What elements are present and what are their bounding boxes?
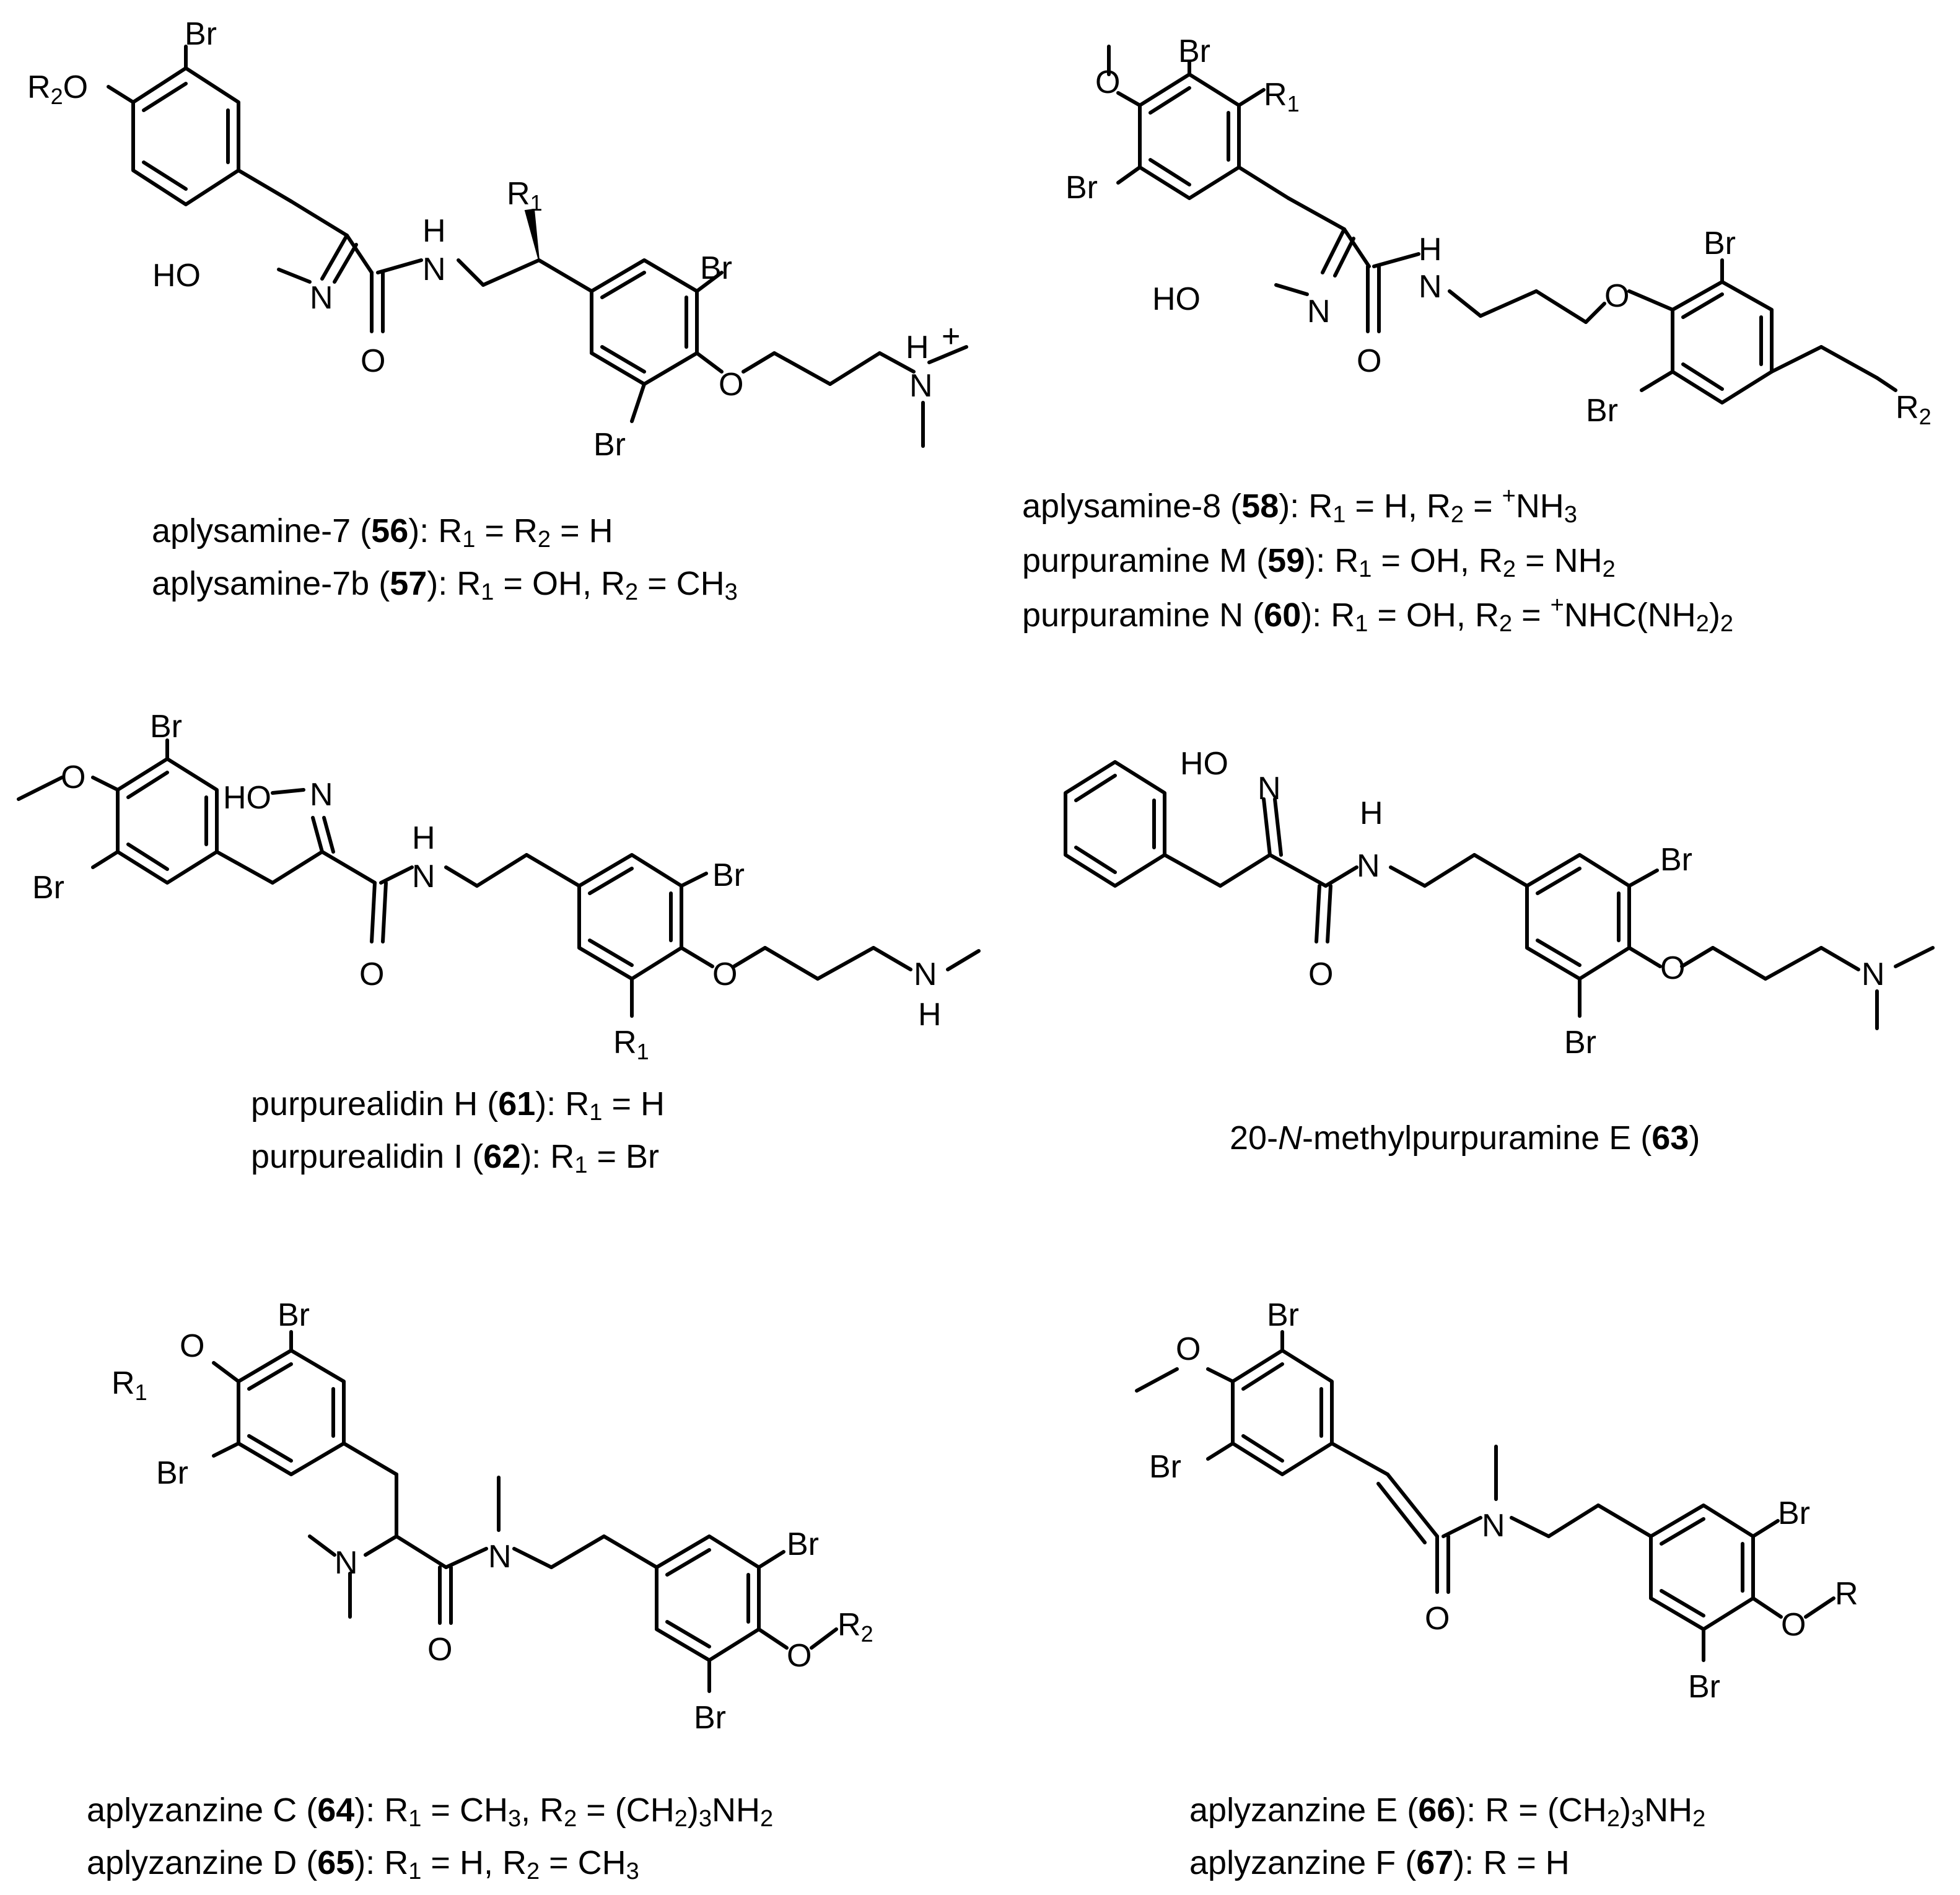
atom-label-o: O (180, 1328, 204, 1364)
atom-label-o: O (61, 759, 85, 795)
structure-purpurealidin: Br O Br HO N O H N Br O R1 N H (17, 709, 981, 1064)
atom-label-o: O (427, 1632, 452, 1668)
atom-label-r2: R2 (838, 1607, 873, 1647)
atom-label-o: O (787, 1638, 812, 1674)
atom-label-n: N (1482, 1508, 1505, 1544)
caption-61: purpurealidin H (61): R1 = H (251, 1085, 665, 1126)
atom-label-n: N (1307, 294, 1331, 330)
atom-label-o: O (359, 956, 384, 992)
atom-label-br: Br (712, 857, 745, 893)
atom-label-br: Br (1704, 225, 1736, 261)
caption-60: purpuramine N (60): R1 = OH, R2 = +NHC(N… (1022, 592, 1734, 637)
caption-66: aplyzanzine E (66): R = (CH2)3NH2 (1189, 1792, 1706, 1832)
atom-label-h: H (412, 820, 435, 856)
atom-label-br: Br (156, 1455, 188, 1491)
atom-label-o: O (712, 956, 737, 992)
atom-label-o: O (1604, 278, 1629, 314)
atom-label-br: Br (1660, 842, 1692, 878)
atom-label-n: N (412, 859, 435, 895)
atom-label-n: N (1862, 956, 1885, 992)
atom-label-plus: + (942, 318, 960, 354)
atom-label-br: Br (1564, 1025, 1596, 1061)
caption-65: aplyzanzine D (65): R1 = H, R2 = CH3 (87, 1844, 639, 1884)
atom-label-br: Br (185, 16, 217, 52)
atom-label-br: Br (1267, 1297, 1299, 1333)
atom-label-n: N (914, 956, 937, 992)
atom-label-o: O (1781, 1607, 1806, 1643)
atom-label-br: Br (32, 870, 64, 906)
atom-label-br: Br (1065, 170, 1098, 206)
atom-label-br: Br (787, 1526, 819, 1562)
atom-label-br: Br (150, 709, 182, 745)
atom-label-r2: R2 (1896, 390, 1932, 429)
atom-label-br: Br (1778, 1495, 1810, 1531)
atom-label-br: Br (1586, 393, 1618, 429)
atom-label-r1: R1 (112, 1365, 147, 1405)
atom-label-o: O (1425, 1601, 1450, 1637)
atom-label-h: H (422, 213, 446, 249)
atom-label-ho: HO (1152, 281, 1201, 317)
structure-aplyzanzine-ef: Br O Br O N Br O R Br (1135, 1297, 1858, 1705)
atom-label-n: N (488, 1539, 512, 1575)
structure-methylpurpuramine: HO N O H N Br O Br N (1064, 746, 1935, 1061)
caption-67: aplyzanzine F (67): R = H (1189, 1844, 1570, 1881)
atom-label-r2o: R2O (27, 69, 88, 109)
atom-label-o: O (1176, 1331, 1201, 1367)
caption-63: 20-N-methylpurpuramine E (63) (1230, 1119, 1700, 1157)
atom-label-n: N (1258, 771, 1281, 807)
caption-57: aplysamine-7b (57): R1 = OH, R2 = CH3 (152, 565, 738, 605)
atom-label-h: H (918, 997, 942, 1033)
caption-62: purpurealidin I (62): R1 = Br (251, 1138, 659, 1178)
atom-label-br: Br (593, 427, 626, 463)
structure-aplyzanzine-cd: Br O R1 Br N O N Br O R2 Br (112, 1297, 873, 1736)
atom-label-br: Br (278, 1297, 310, 1333)
atom-label-r1: R1 (613, 1025, 649, 1064)
atom-label-ho: HO (1180, 746, 1228, 782)
atom-label-n: N (909, 368, 933, 404)
atom-label-o: O (361, 343, 385, 379)
atom-label-o: O (1095, 64, 1120, 100)
atom-label-r1: R1 (1264, 77, 1300, 116)
atom-label-h: H (906, 330, 929, 365)
atom-label-n: N (422, 252, 446, 287)
atom-label-o: O (1660, 950, 1685, 986)
atom-label-n: N (1419, 269, 1442, 305)
atom-label-br: Br (694, 1700, 726, 1736)
caption-58: aplysamine-8 (58): R1 = H, R2 = +NH3 (1022, 483, 1577, 528)
atom-label-n: N (310, 280, 333, 316)
atom-label-h: H (1419, 232, 1442, 268)
atom-label-h: H (1360, 795, 1383, 831)
atom-label-o: O (1357, 343, 1381, 379)
structure-aplysamine-7: Br R2O HO N O H N R1 Br Br O H + N (27, 16, 968, 463)
atom-label-ho: HO (223, 780, 271, 816)
atom-label-br: Br (1178, 33, 1210, 69)
atom-label-n: N (310, 777, 333, 813)
atom-label-n: N (335, 1545, 358, 1581)
atom-label-o: O (719, 367, 743, 403)
atom-label-ho: HO (152, 258, 201, 294)
atom-label-br: Br (700, 250, 732, 286)
atom-label-r: R (1835, 1576, 1858, 1612)
atom-label-br: Br (1688, 1669, 1720, 1705)
caption-59: purpuramine M (59): R1 = OH, R2 = NH2 (1022, 542, 1616, 582)
atom-label-r1: R1 (507, 176, 543, 216)
caption-56: aplysamine-7 (56): R1 = R2 = H (152, 512, 613, 553)
atom-label-o: O (1308, 956, 1333, 992)
atom-label-br: Br (1149, 1449, 1181, 1485)
atom-label-n: N (1357, 848, 1380, 884)
structure-aplysamine-8: O Br R1 Br HO N O H N O Br Br R2 (1065, 33, 1932, 429)
caption-64: aplyzanzine C (64): R1 = CH3, R2 = (CH2)… (87, 1792, 774, 1832)
